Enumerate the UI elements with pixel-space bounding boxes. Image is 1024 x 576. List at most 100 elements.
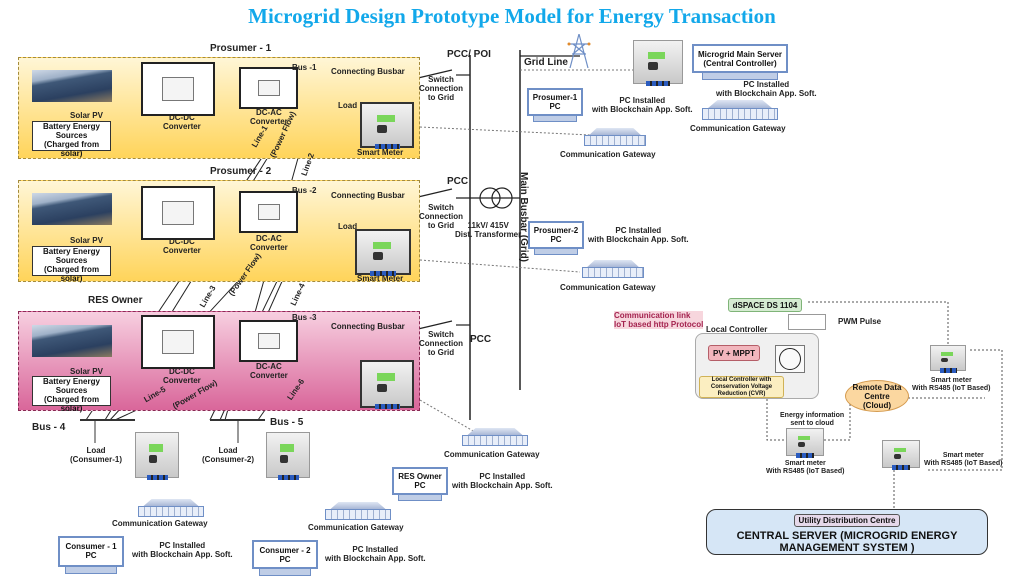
pc-installed-text: PC Installed [743,80,790,89]
main-server-monitor: Microgrid Main Server(Central Controller… [692,44,788,74]
switch-text: to Grid [427,221,455,230]
dcac-text: DC-AC [256,234,282,243]
dcdc-text: DC-DC [169,237,195,246]
solar-panel-image-3 [32,325,112,357]
load-text: Load [86,446,106,455]
switch-text: Connection [419,84,463,93]
cloud-text: (Cloud) [863,400,891,410]
dcac-text: DC-AC [256,108,282,117]
inverter-symbol-icon [257,333,280,349]
dcac-text: DC-AC [256,362,282,371]
battery-text: solar) [60,404,83,413]
dcac-text: Converter [250,371,288,380]
utility-distribution-centre-label: Utility Distribution Centre [793,514,901,527]
battery-text: Sources [55,131,88,140]
pc-text: Prosumer-1 [532,92,578,102]
solar-panel-image-1 [32,70,112,102]
communication-gateway-res [462,428,528,446]
pc-text: Consumer - 1 [65,542,117,552]
consumer2-smart-meter [266,432,310,480]
meter-text: Smart meter [930,377,972,384]
load-consumer2-label: Load(Consumer-2) [202,446,254,464]
dcac-text: Converter [250,243,288,252]
pc-text: RES Owner [398,471,442,481]
battery-text: Battery Energy [43,377,100,386]
pc-installed-text: PC Installed [159,541,206,550]
switch-2 [417,188,453,198]
legend-text: IoT based http Protocol [614,320,704,329]
pc-installed-text: with Blockchain App. Soft. [592,105,693,114]
load-label-2: Load [338,222,358,231]
bus4-label: Bus - 4 [32,422,66,433]
pc-text: Consumer - 2 [259,545,311,555]
meter-text: With RS485 (IoT Based) [912,385,991,392]
load-text: (Consumer-2) [202,455,255,464]
battery-text: (Charged from [43,395,100,404]
res-owner-heading: RES Owner [88,295,143,306]
gateway-label-server: Communication Gateway [690,124,786,133]
pv-mppt-box: PV + MPPT [708,345,760,361]
central-text: MANAGEMENT SYSTEM ) [779,542,915,554]
switch-text: Connection [419,339,463,348]
solar-pv-label-3: Solar PV [70,367,103,376]
gateway-label-res: Communication Gateway [444,450,540,459]
pwm-pulse-label: PWM Pulse [838,317,882,326]
main-server-text: Microgrid Main Server [697,49,783,59]
load-consumer1-label: Load(Consumer-1) [70,446,122,464]
transformer-text: 11kV/ 415V [467,221,509,230]
pc-text: PC [414,480,426,490]
gateway-label-prosumer1: Communication Gateway [560,150,656,159]
smart-meter-label-2: Smart Meter [357,274,404,283]
mosfet-switch-icon [775,345,805,373]
pc-installed-text: with Blockchain App. Soft. [716,89,817,98]
central-server-box: Utility Distribution Centre CENTRAL SERV… [706,509,988,555]
pcc-poi-label: PCC/ POI [447,49,491,60]
switch-text: Switch [428,330,454,339]
smart-meter-3 [360,360,414,409]
transformer-coil-2 [491,187,513,209]
cloud-text: Remote Data [852,382,902,392]
switch-1 [417,69,453,79]
smart-meter-iot-3 [882,440,920,470]
dcac-converter-2 [239,191,298,233]
battery-text: Battery Energy [43,122,100,131]
dspace-box: dSPACE DS 1104 [728,298,802,312]
converter-symbol-icon [162,77,194,101]
switch-text: Switch [428,203,454,212]
solar-pv-label-1: Solar PV [70,111,103,120]
dcdc-converter-3 [141,315,215,369]
pc-installed-text: PC Installed [619,96,666,105]
meter-text: With RS485 (IoT Based) [924,460,1003,467]
converter-symbol-icon [162,330,194,354]
dcdc-text: DC-DC [169,367,195,376]
battery-text: Battery Energy [43,247,100,256]
smart-meter-iot-1 [930,345,966,373]
pc-text: PC [85,551,97,561]
dcac-converter-3 [239,320,298,362]
pc-installed-text: with Blockchain App. Soft. [588,235,689,244]
load-label-1: Load [338,101,358,110]
legend-text: Communication link [614,311,691,320]
pc-installed-text: with Blockchain App. Soft. [325,554,426,563]
switch-text: Switch [428,75,454,84]
